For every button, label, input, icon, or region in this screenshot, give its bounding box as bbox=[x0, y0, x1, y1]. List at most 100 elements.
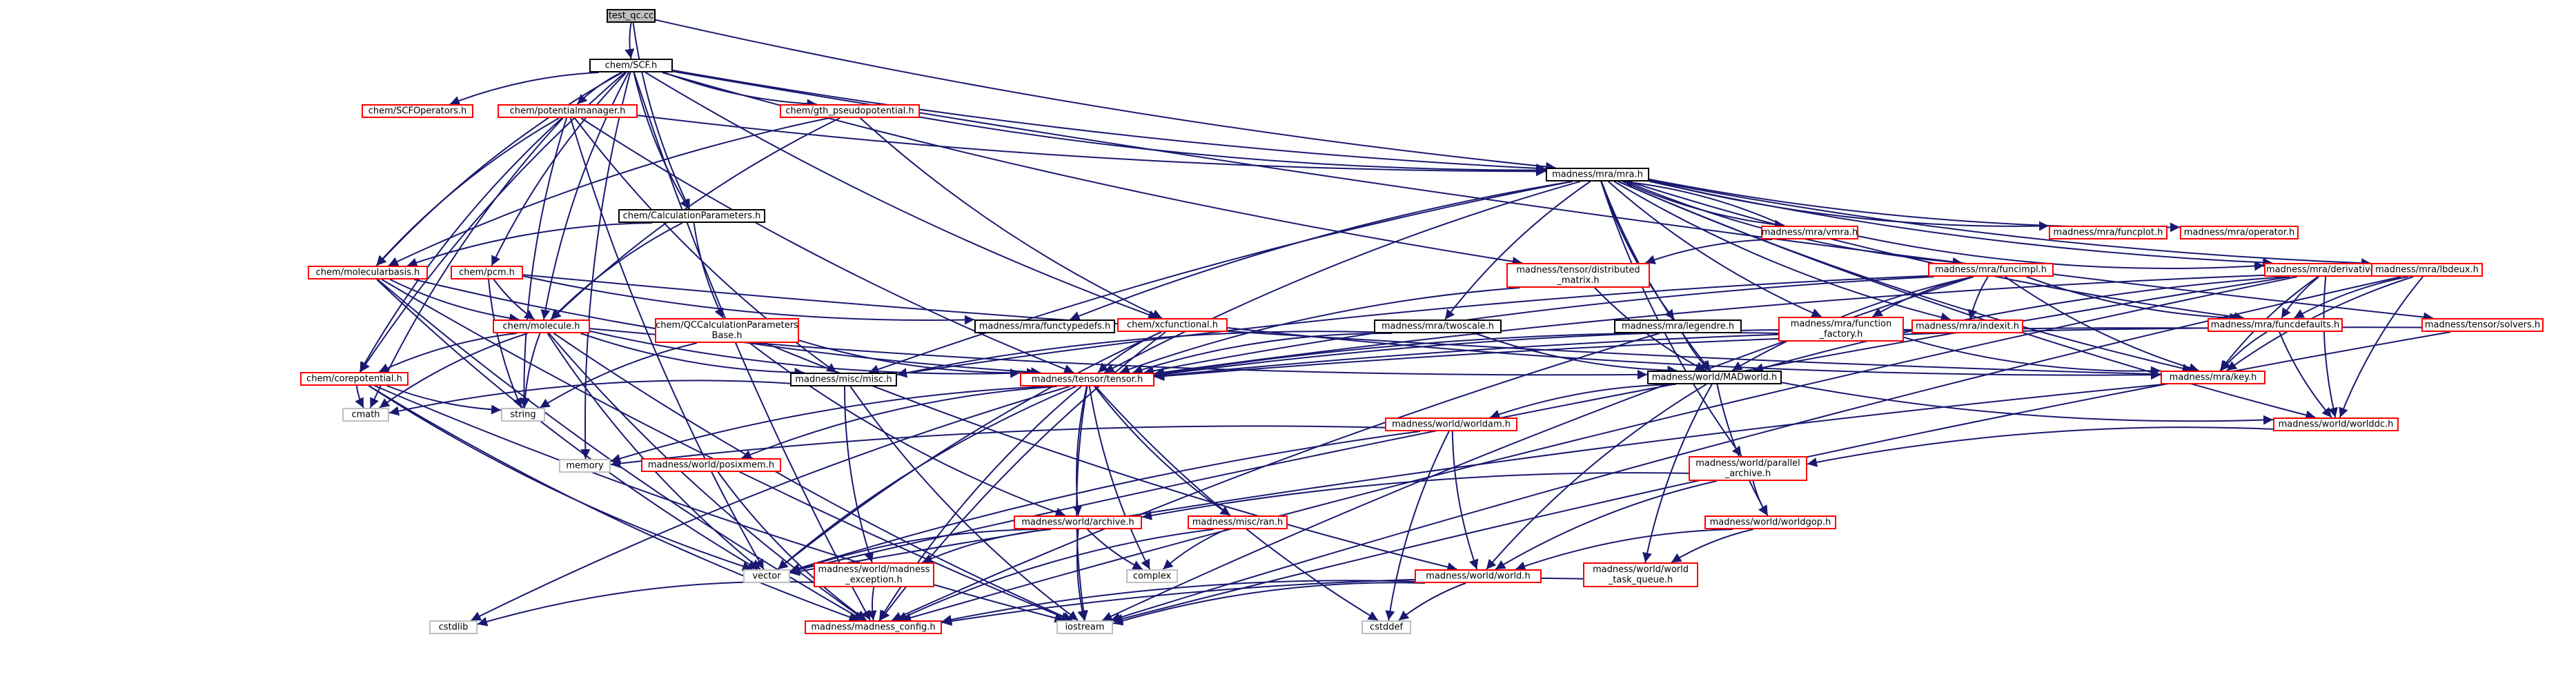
node-box bbox=[300, 372, 409, 386]
edge-gth-molbasis bbox=[388, 117, 829, 266]
edge-potman-mra bbox=[637, 115, 1546, 177]
node-solvers[interactable]: madness/tensor/solvers.h bbox=[2421, 318, 2544, 332]
node-posixmem[interactable]: madness/world/posixmem.h bbox=[641, 458, 781, 472]
node-legendre[interactable]: madness/mra/legendre.h bbox=[1614, 320, 1742, 333]
node-funcplot[interactable]: madness/mra/funcplot.h bbox=[2049, 226, 2167, 239]
node-box bbox=[1614, 320, 1742, 333]
edge-madworld-world bbox=[1486, 384, 1707, 570]
node-worlddc[interactable]: madness/world/worlddc.h bbox=[2273, 417, 2399, 431]
node-molecule[interactable]: chem/molecule.h bbox=[493, 320, 590, 333]
edge-test_qc-scf bbox=[625, 22, 635, 59]
edge-key-vector bbox=[789, 384, 2163, 576]
node-functypedefs[interactable]: madness/mra/functypedefs.h bbox=[974, 320, 1115, 333]
edge-scf-gth bbox=[664, 72, 817, 109]
node-worldgop[interactable]: madness/world/worldgop.h bbox=[1704, 515, 1836, 529]
node-box bbox=[451, 266, 523, 279]
node-label: Base.h bbox=[711, 331, 742, 341]
edge-madexc-cstdlib bbox=[477, 580, 814, 627]
node-box bbox=[493, 320, 590, 333]
edge-molecule-cmath bbox=[379, 333, 528, 409]
edge-derivative-config bbox=[901, 276, 2298, 622]
node-scfops[interactable]: chem/SCFOperators.h bbox=[362, 104, 473, 118]
node-funcimpl[interactable]: madness/mra/funcimpl.h bbox=[1928, 263, 2054, 277]
node-taskq[interactable]: madness/world/world_task_queue.h bbox=[1583, 562, 1698, 587]
node-scf[interactable]: chem/SCF.h bbox=[589, 59, 673, 72]
node-pcm[interactable]: chem/pcm.h bbox=[451, 266, 523, 279]
node-world[interactable]: madness/world/world.h bbox=[1415, 569, 1542, 583]
edge-tensor-cstdlib bbox=[471, 386, 1070, 621]
node-xcfunc[interactable]: chem/xcfunctional.h bbox=[1117, 318, 1228, 332]
node-mischh[interactable]: madness/misc/misc.h bbox=[790, 373, 897, 386]
edge-xcfunc-key bbox=[1227, 327, 2161, 380]
node-label: madness/mra/mra.h bbox=[1552, 170, 1643, 180]
node-label: madness/mra/function bbox=[1791, 319, 1892, 329]
edge-parallel-world bbox=[1495, 480, 1718, 570]
node-label: madness/world/madness bbox=[818, 564, 930, 575]
node-derivative[interactable]: madness/mra/derivative.h bbox=[2264, 263, 2386, 277]
node-distmatrix[interactable]: madness/tensor/distributed_matrix.h bbox=[1506, 263, 1650, 288]
node-mra[interactable]: madness/mra/mra.h bbox=[1546, 168, 1649, 181]
node-funcfactory[interactable]: madness/mra/function_factory.h bbox=[1778, 317, 1904, 342]
node-box bbox=[501, 408, 545, 422]
node-label: madness/misc/misc.h bbox=[795, 375, 892, 385]
node-ran[interactable]: madness/misc/ran.h bbox=[1188, 515, 1288, 529]
node-box bbox=[1647, 371, 1782, 384]
node-label: madness/world/worldgop.h bbox=[1710, 518, 1831, 528]
node-label: complex bbox=[1133, 571, 1171, 582]
node-box bbox=[342, 408, 389, 422]
node-label: chem/CalculationParameters.h bbox=[623, 211, 761, 222]
edge-molecule-mischh bbox=[580, 333, 805, 377]
edge-lbdeux-worlddc bbox=[2339, 276, 2423, 418]
node-box bbox=[1117, 318, 1228, 332]
edge-mischh-madexc bbox=[844, 386, 874, 563]
node-label: chem/molecule.h bbox=[502, 322, 580, 332]
node-label: _archive.h bbox=[1724, 469, 1771, 479]
edge-vmra-mra bbox=[1622, 177, 1785, 226]
node-twoscale[interactable]: madness/mra/twoscale.h bbox=[1374, 320, 1502, 333]
edge-molbasis-molecule bbox=[389, 279, 520, 323]
node-vmra[interactable]: madness/mra/vmra.h bbox=[1761, 226, 1858, 239]
edge-mischh-cmath bbox=[389, 380, 791, 416]
node-box bbox=[2208, 318, 2343, 332]
node-box bbox=[1911, 320, 2023, 333]
node-label: madness/mra/funcplot.h bbox=[2054, 228, 2163, 238]
node-box bbox=[1778, 317, 1904, 342]
node-funcdefaults[interactable]: madness/mra/funcdefaults.h bbox=[2208, 318, 2343, 332]
node-potman[interactable]: chem/potentialmanager.h bbox=[498, 104, 638, 118]
node-test_qc[interactable]: test_qc.cc bbox=[607, 9, 656, 23]
node-box bbox=[498, 104, 638, 118]
node-label: madness/world/parallel bbox=[1695, 458, 1800, 469]
node-madworld[interactable]: madness/world/MADworld.h bbox=[1647, 371, 1782, 384]
edge-gth-mra bbox=[919, 116, 1546, 175]
edge-twoscale-tensor bbox=[1132, 332, 1393, 375]
node-molbasis[interactable]: chem/molecularbasis.h bbox=[308, 266, 428, 279]
node-box bbox=[780, 104, 920, 118]
node-operator[interactable]: madness/mra/operator.h bbox=[2180, 226, 2299, 239]
node-box bbox=[1385, 417, 1517, 431]
node-label: chem/xcfunctional.h bbox=[1127, 320, 1218, 331]
node-lbdeux[interactable]: madness/mra/lbdeux.h bbox=[2371, 263, 2483, 277]
node-label: madness/mra/vmra.h bbox=[1762, 228, 1858, 238]
node-config[interactable]: madness/madness_config.h bbox=[805, 620, 942, 634]
node-label: madness/madness_config.h bbox=[811, 622, 935, 633]
node-label: cmath bbox=[351, 410, 380, 420]
edge-parallel-worldgop bbox=[1752, 480, 1769, 516]
edge-legendre-madworld bbox=[1682, 333, 1711, 371]
node-gth[interactable]: chem/gth_pseudopotential.h bbox=[780, 104, 920, 118]
node-tensor[interactable]: madness/tensor/tensor.h bbox=[1020, 373, 1154, 386]
node-corepot[interactable]: chem/corepotential.h bbox=[300, 372, 409, 386]
node-worldam[interactable]: madness/world/worldam.h bbox=[1385, 417, 1517, 431]
node-label: _matrix.h bbox=[1556, 275, 1599, 286]
edge-potman-cmath bbox=[369, 117, 564, 409]
edge-funcdefaults-tensor bbox=[1154, 327, 2208, 381]
node-key[interactable]: madness/mra/key.h bbox=[2161, 371, 2265, 384]
edge-world-config bbox=[941, 580, 1415, 625]
node-label: madness/mra/twoscale.h bbox=[1382, 322, 1494, 332]
node-calcparams[interactable]: chem/CalculationParameters.h bbox=[618, 209, 765, 223]
node-madexc[interactable]: madness/world/madness_exception.h bbox=[814, 562, 934, 587]
node-archive[interactable]: madness/world/archive.h bbox=[1014, 515, 1142, 529]
node-parallel[interactable]: madness/world/parallel_archive.h bbox=[1689, 456, 1807, 481]
edge-molecule-tensor bbox=[589, 330, 1021, 378]
node-indexit[interactable]: madness/mra/indexit.h bbox=[1911, 320, 2023, 333]
